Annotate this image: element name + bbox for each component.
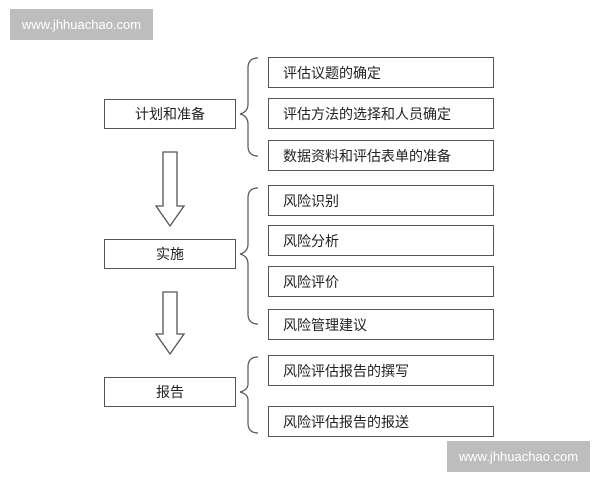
stage-reporting: 报告 [104,377,236,407]
stage-implementation: 实施 [104,239,236,269]
task-box: 风险分析 [268,225,494,256]
brace-reporting [239,356,259,434]
task-box: 评估方法的选择和人员确定 [268,98,494,129]
task-box: 风险识别 [268,185,494,216]
task-box: 风险管理建议 [268,309,494,340]
watermark-top: www.jhhuachao.com [10,9,153,40]
brace-implementation [239,187,259,325]
task-box: 风险评估报告的撰写 [268,355,494,386]
task-box: 风险评估报告的报送 [268,406,494,437]
task-box: 风险评价 [268,266,494,297]
task-box: 评估议题的确定 [268,57,494,88]
task-box: 数据资料和评估表单的准备 [268,140,494,171]
brace-planning [239,57,259,157]
arrow-down-2 [154,291,186,356]
stage-planning: 计划和准备 [104,99,236,129]
watermark-bottom: www.jhhuachao.com [447,441,590,472]
arrow-down-1 [154,151,186,228]
